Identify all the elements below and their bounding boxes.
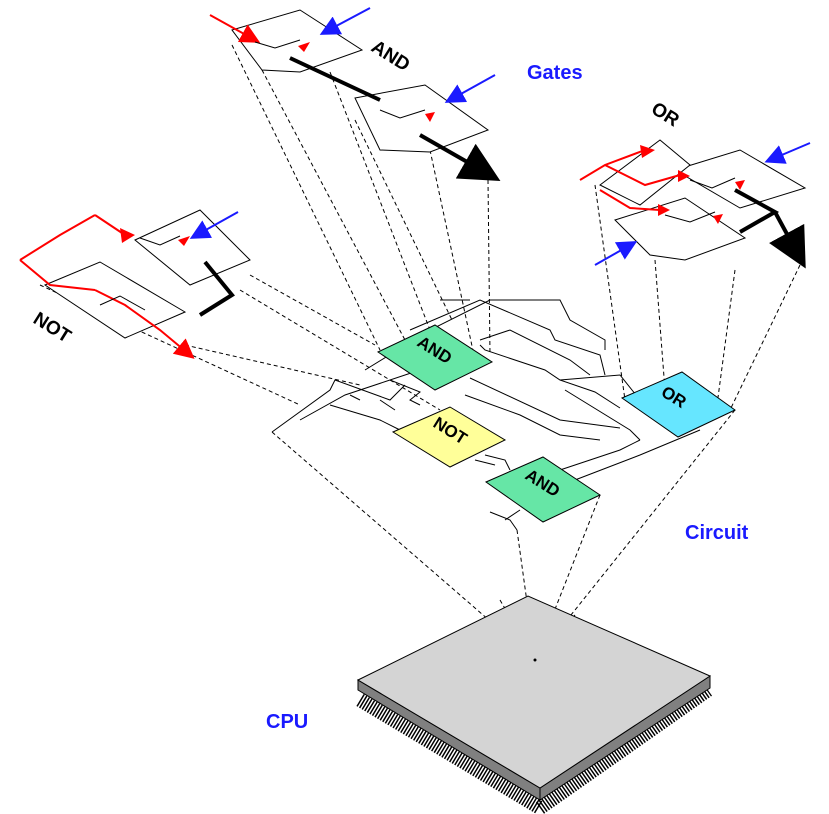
cpu-chip bbox=[356, 595, 713, 814]
circuit-board bbox=[271, 299, 701, 531]
circuit-gate-and-lower: AND bbox=[484, 456, 602, 523]
and-gate-label: AND bbox=[367, 36, 413, 76]
circuit-gate-or: OR bbox=[620, 371, 736, 438]
not-gate-detail: NOT bbox=[19, 209, 251, 359]
not-gate-label: NOT bbox=[29, 308, 74, 347]
gates-label: Gates bbox=[527, 62, 583, 84]
or-gate-label: OR bbox=[647, 98, 683, 131]
circuit-gate-not: NOT bbox=[391, 406, 507, 468]
circuit-label: Circuit bbox=[685, 522, 749, 544]
circuit-gate-and-upper: AND bbox=[376, 324, 494, 391]
and-gate-detail: AND bbox=[209, 7, 501, 181]
cpu-pins-left bbox=[356, 693, 544, 814]
or-gate-detail: OR bbox=[579, 98, 811, 269]
cpu-pins-right bbox=[535, 684, 713, 814]
cpu-label: CPU bbox=[266, 711, 308, 733]
